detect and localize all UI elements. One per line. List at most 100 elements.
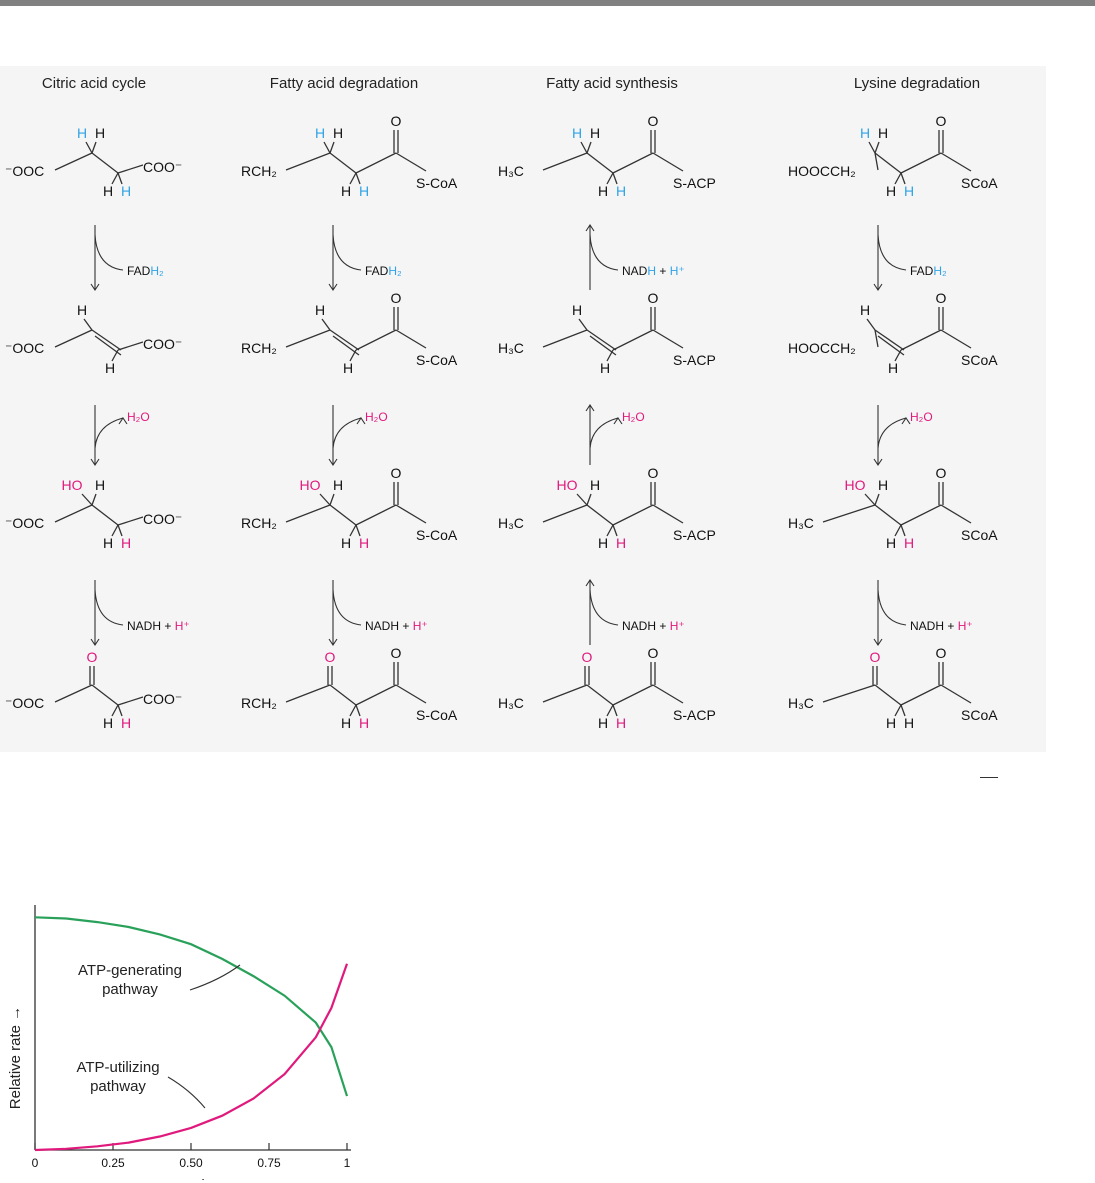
left-group: H₃C: [498, 340, 524, 356]
label-pointer: [167, 1076, 206, 1109]
right-group: COO⁻: [143, 159, 182, 175]
keto-oxygen-pink: O: [325, 649, 336, 665]
x-axis-label: Energy charge: [142, 1177, 240, 1180]
left-group: ⁻OOC: [5, 340, 44, 356]
column-title: Lysine degradation: [854, 75, 980, 92]
column-title: Fatty acid synthesis: [546, 75, 678, 92]
bond: [874, 152, 879, 171]
bond: [395, 329, 427, 349]
left-group: RCH₂: [241, 515, 277, 531]
reaction-step-1: FADH₂: [873, 225, 947, 291]
bond: [355, 152, 397, 174]
left-group: H₃C: [498, 163, 524, 179]
arrow-head: [613, 417, 623, 425]
reaction-cofactor: NADH + H⁺: [910, 619, 973, 633]
hydrogen-pink: H: [904, 715, 914, 731]
bond: [542, 504, 588, 523]
arrow-head: [328, 458, 338, 466]
hydrogen-pink: H: [359, 535, 369, 551]
bond: [874, 504, 902, 526]
hydrogen-blue: H: [359, 183, 369, 199]
reaction-cofactor: FADH₂: [365, 264, 402, 278]
hydroxyl-pink: HO: [845, 477, 866, 493]
x-tick-label: 0.25: [101, 1156, 125, 1170]
hydrogen: H: [103, 535, 113, 551]
arrow-head: [90, 638, 100, 646]
carbonyl-oxygen: O: [648, 290, 659, 306]
bond: [54, 152, 93, 171]
arrow-head: [585, 224, 595, 232]
bond: [612, 152, 654, 174]
hydrogen: H: [343, 360, 353, 376]
reaction-step-1: FADH₂: [328, 225, 402, 291]
bond: [91, 504, 119, 526]
reaction-cofactor: NADH + H⁺: [365, 619, 428, 633]
bond: [822, 504, 876, 523]
hydrogen: H: [105, 360, 115, 376]
bond: [355, 172, 361, 185]
bond: [586, 141, 592, 154]
hydrogen: H: [341, 715, 351, 731]
bond: [940, 504, 972, 524]
hydrogen: H: [572, 302, 582, 318]
right-group: S-ACP: [673, 175, 716, 191]
curved-arrow: [94, 417, 124, 449]
bond: [864, 493, 876, 506]
reaction-step-3: NADH + H⁺: [873, 580, 973, 646]
curved-arrow: [877, 589, 907, 626]
x-tick-label: 0.75: [257, 1156, 281, 1170]
curved-arrow: [332, 234, 362, 271]
bond: [349, 172, 357, 185]
arrow-head: [328, 283, 338, 291]
bond: [652, 329, 684, 349]
bond: [117, 696, 144, 706]
right-group: SCoA: [961, 707, 998, 723]
series-line-2: [34, 963, 349, 1152]
bond: [894, 172, 902, 185]
hydrogen-blue: H: [77, 125, 87, 141]
carbonyl-oxygen: O: [391, 290, 402, 306]
bond: [900, 504, 942, 526]
hydrogen: H: [886, 535, 896, 551]
label-pointer: [189, 964, 241, 991]
keto-oxygen-pink: O: [870, 649, 881, 665]
hydroxyl-pink: HO: [62, 477, 83, 493]
x-tick-label: 0.50: [179, 1156, 203, 1170]
bond: [586, 493, 592, 506]
curved-arrow: [332, 589, 362, 626]
bond: [319, 493, 331, 506]
hydrogen: H: [95, 125, 105, 141]
bond: [91, 329, 122, 351]
reaction-cofactor: H₂O: [910, 410, 933, 424]
reaction-cofactor: NADH + H⁺: [127, 619, 190, 633]
carbonyl-oxygen: O: [936, 645, 947, 661]
bond: [54, 329, 93, 348]
bond: [940, 329, 972, 349]
bond: [329, 329, 360, 351]
bond: [652, 504, 684, 524]
bond: [940, 684, 972, 704]
bond: [894, 349, 902, 362]
arrow-head: [118, 417, 128, 425]
bond: [321, 318, 331, 331]
arrow-head: [328, 638, 338, 646]
bond: [329, 493, 335, 506]
bond: [395, 684, 427, 704]
bond: [612, 684, 654, 706]
reaction-step-2: H₂O: [328, 405, 388, 466]
bond: [117, 704, 123, 717]
bond: [329, 141, 335, 154]
left-group: ⁻OOC: [5, 695, 44, 711]
hydrogen: H: [878, 477, 888, 493]
curved-arrow: [877, 417, 907, 449]
column-title: Fatty acid degradation: [270, 75, 418, 92]
bond: [900, 524, 906, 537]
bond: [91, 493, 97, 506]
